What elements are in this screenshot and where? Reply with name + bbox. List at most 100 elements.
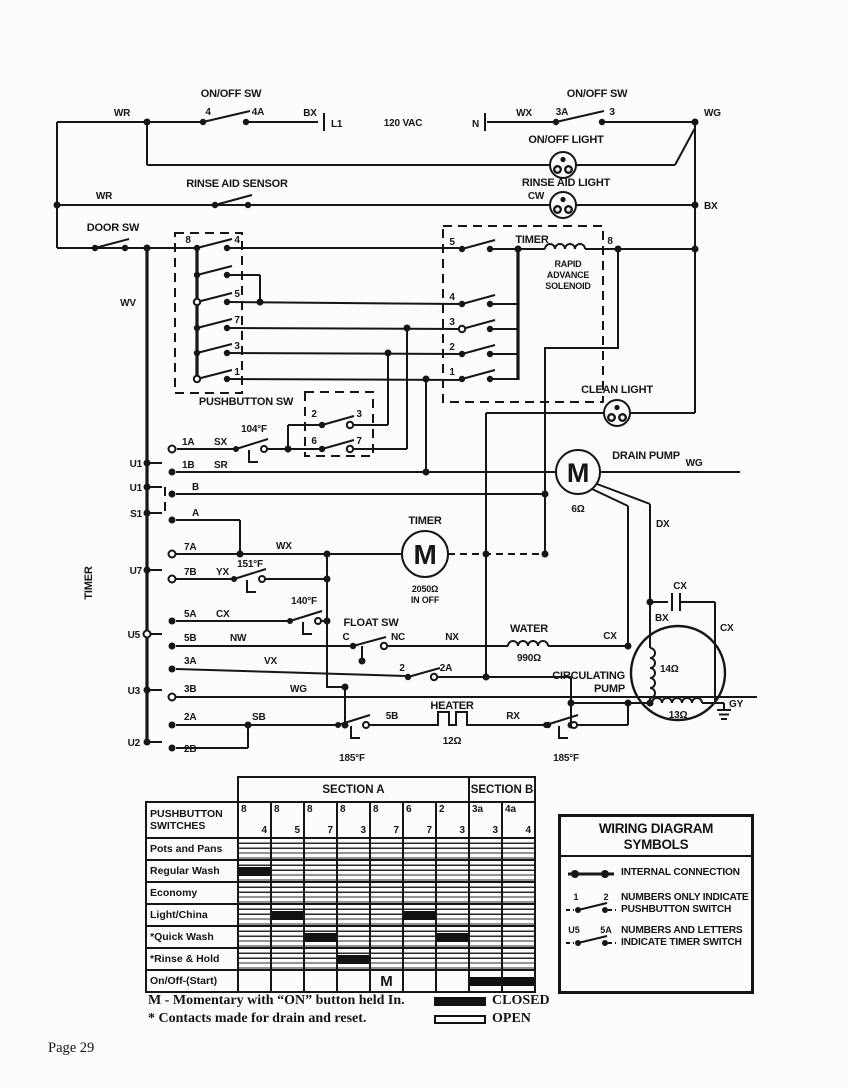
wire-5b-heater-label: 5B [386,711,398,722]
pushbutton-5-label: 5 [234,289,240,300]
wire-b-label: B [192,482,199,493]
cycle-row-1: Pots and Pans [145,837,239,861]
cycle-row-4: Light/China [145,903,239,927]
table-cell [237,903,272,927]
svg-text:5A: 5A [600,925,612,935]
timer-terminal-u1a-label: U1 [130,459,143,470]
table-cell [369,925,404,949]
pushbutton-sw-title-label: PUSHBUTTON SW [199,396,294,408]
wire-wr-2-label: WR [96,191,113,202]
onoff-light-title-label: ON/OFF LIGHT [528,134,604,146]
table-cell [369,881,404,905]
table-cell [303,903,338,927]
thermostat-185-right-label: 185°F [553,753,579,764]
wire-5a-label: 5A [184,609,196,620]
cycle-row-5: *Quick Wash [145,925,239,949]
table-cell [468,925,503,949]
table-cell [270,881,305,905]
table-cell [435,881,470,905]
closed-contact-bar [471,976,500,986]
closed-contact-bar [405,910,434,920]
table-cell [435,947,470,971]
drain-pump-title-label: DRAIN PUMP [612,450,680,462]
wire-sb-label: SB [252,712,266,723]
timer-contact-3-label: 3 [449,317,455,328]
table-cell [435,903,470,927]
sub-contact-7-label: 7 [356,436,362,447]
symbols-box-title: WIRING DIAGRAM SYMBOLS [561,817,751,858]
symbol-label: NUMBERS AND LETTERS INDICATE TIMER SWITC… [621,925,743,949]
table-cell [369,859,404,883]
table-cell [237,881,272,905]
rapid-advance-2-label: ADVANCE [547,270,590,280]
table-cell [237,925,272,949]
thermostat-185f-left-icon [334,714,371,739]
table-cell [402,859,437,883]
capacitor-cx-label: CX [673,581,687,592]
timer-terminal-u1b-label: U1 [130,483,143,494]
table-cell [501,947,536,971]
timer-contact-4-label: 4 [449,292,455,303]
table-cell [435,837,470,861]
cycle-row-6: *Rinse & Hold [145,947,239,971]
wire-yx-label: YX [216,567,229,578]
row-header-pushbutton-switches: PUSHBUTTON SWITCHES [145,801,239,839]
internal-connection-icon [568,870,614,879]
closed-swatch-icon [434,996,486,1006]
door-sw-title-label: DOOR SW [87,222,140,234]
timer-contact-8-label: 8 [607,236,613,247]
table-cell [336,859,371,883]
thermostat-140-label: 140°F [291,596,317,607]
pushbutton-switch-box [174,232,243,394]
timer-terminal-u7-label: U7 [130,566,143,577]
timer-motor-ohms-label: 2050Ω [412,584,438,594]
clean-light-title-label: CLEAN LIGHT [581,384,653,396]
table-cell [336,925,371,949]
timer-terminal-s1-label: S1 [130,509,142,520]
table-cell [303,859,338,883]
table-cell [270,969,305,993]
table-cell [501,859,536,883]
table-cell [501,903,536,927]
table-cell [435,925,470,949]
float-c-label: C [342,632,349,643]
table-cell [501,969,536,993]
wire-wv-label: WV [120,298,136,309]
table-cell [402,903,437,927]
timer-contact-2-label: 2 [449,342,455,353]
table-cell [369,903,404,927]
drain-pump-motor-icon [555,449,601,495]
float-contact-2-label: 2 [399,663,405,674]
closed-contact-bar [240,866,269,876]
onoff-light-icon [548,150,578,180]
table-cell [468,859,503,883]
water-valve-ohms-label: 990Ω [517,653,541,664]
table-cell [303,925,338,949]
wire-sr-label: SR [214,460,228,471]
table-cell [402,969,437,993]
thermostat-185-left-label: 185°F [339,753,365,764]
svg-text:U5: U5 [568,925,580,935]
table-legend: M - Momentary with “ON” button held In. … [148,992,608,1028]
rinse-aid-sensor-title-label: RINSE AID SENSOR [186,178,288,190]
wire-wx-mid-label: WX [276,541,292,552]
onoff-sw-right-title-label: ON/OFF SW [567,88,628,100]
table-cell [303,947,338,971]
timer-motor-inoff-label: IN OFF [411,595,440,605]
momentary-m-cell: M [372,972,401,990]
cycle-row-3: Economy [145,881,239,905]
section-b-header: SECTION B [468,776,536,803]
wire-nx-label: NX [445,632,459,643]
contacts-and-junctions [53,118,699,752]
table-cell [468,947,503,971]
thermostat-140f-icon [286,610,323,635]
page-number: Page 29 [48,1040,95,1056]
float-sw-title-label: FLOAT SW [343,617,399,629]
closed-contact-bar [339,954,368,964]
wire-bx-pump-label: BX [655,613,669,624]
